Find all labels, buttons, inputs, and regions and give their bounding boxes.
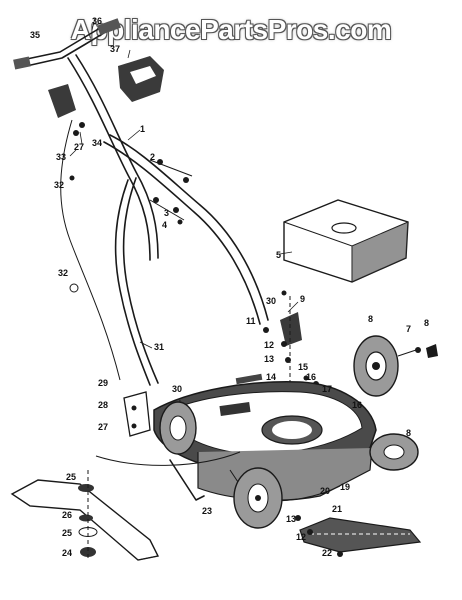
callout-12-lower: 12 [296, 532, 306, 542]
handle-assembly [13, 18, 269, 386]
callout-9: 9 [300, 294, 305, 304]
rear-bracket [123, 391, 151, 437]
callout-15: 15 [298, 362, 308, 372]
callout-16-deck: 16 [352, 400, 362, 410]
front-wheel-left [233, 467, 283, 529]
callout-26: 26 [62, 510, 72, 520]
callout-3: 3 [164, 208, 169, 218]
callout-7: 7 [406, 324, 411, 334]
callout-labels: 36 35 37 1 27 34 33 32 2 3 4 5 32 30 9 1… [30, 16, 429, 558]
callout-23: 23 [202, 506, 212, 516]
handle-bracket-icon [48, 84, 76, 118]
watermark-text: AppliancePartsPros.com [70, 14, 392, 45]
handle-grip-right [96, 18, 121, 36]
callout-27-upper: 27 [74, 142, 84, 152]
discharge-chute [295, 515, 422, 557]
callout-13-upper: 13 [264, 354, 274, 364]
rear-wheel-left [159, 401, 197, 455]
callout-31: 31 [154, 342, 164, 352]
handle-grip [13, 56, 31, 70]
rear-wheel-right [353, 335, 438, 397]
callout-32-upper: 32 [54, 180, 64, 190]
callout-36: 36 [92, 16, 102, 26]
callout-30-upper: 30 [266, 296, 276, 306]
callout-30-lower: 30 [172, 384, 182, 394]
callout-21: 21 [332, 504, 342, 514]
callout-17: 17 [322, 384, 332, 394]
callout-29: 29 [98, 378, 108, 388]
callout-27-lower: 27 [98, 422, 108, 432]
callout-28: 28 [98, 400, 108, 410]
callout-20: 20 [320, 486, 330, 496]
front-wheel-right [369, 433, 419, 471]
callout-25-lower: 25 [62, 528, 72, 538]
callout-8-wheel-right: 8 [368, 314, 373, 324]
callout-24: 24 [62, 548, 72, 558]
callout-8-hub: 8 [424, 318, 429, 328]
callout-25-upper: 25 [66, 472, 76, 482]
deflector-rod [169, 459, 205, 501]
callout-37: 37 [110, 44, 120, 54]
callout-33: 33 [56, 152, 66, 162]
callout-19: 19 [340, 482, 350, 492]
callout-35: 35 [30, 30, 40, 40]
blade-assembly [10, 451, 241, 561]
callout-12-upper: 12 [264, 340, 274, 350]
callout-22: 22 [322, 548, 332, 558]
callout-1: 1 [140, 124, 145, 134]
callout-5: 5 [276, 250, 281, 260]
leader-lines [69, 17, 299, 349]
callout-11: 11 [246, 316, 256, 326]
callout-8-wheel-front: 8 [406, 428, 411, 438]
motor-cover [283, 199, 409, 283]
callout-4: 4 [162, 220, 167, 230]
callout-2: 2 [150, 152, 155, 162]
callout-34: 34 [92, 138, 102, 148]
callout-13-lower: 13 [286, 514, 296, 524]
callout-32-lower: 32 [58, 268, 68, 278]
callout-16-upper: 16 [306, 372, 316, 382]
callout-14: 14 [266, 372, 276, 382]
